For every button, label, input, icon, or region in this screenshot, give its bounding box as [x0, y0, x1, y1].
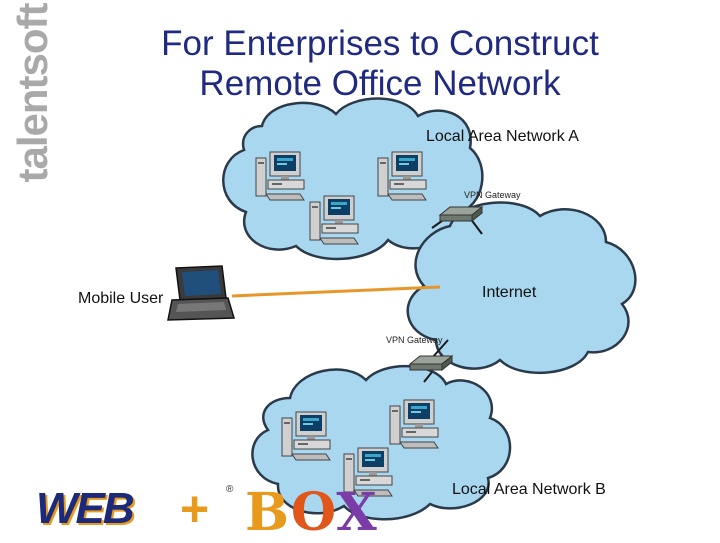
- logo-box-text: BOX: [245, 482, 378, 543]
- internet-label: Internet: [482, 284, 537, 301]
- vpn-link-bottom-b: [423, 371, 433, 383]
- laptop-icon: [167, 265, 235, 321]
- logo-web-text: WEB: [36, 484, 135, 533]
- lan-b-label: Local Area Network B: [452, 481, 606, 498]
- mobile-user-label: Mobile User: [78, 290, 164, 307]
- vpn-gateway-bottom-label: VPN Gateway: [386, 335, 443, 345]
- lan-a-label: Local Area Network A: [426, 128, 579, 145]
- lan-b-cloud: [251, 364, 512, 521]
- vpn-link-bottom-a: [431, 339, 449, 359]
- logo-plus-text: +: [180, 481, 210, 537]
- page-title: For Enterprises to Construct Remote Offi…: [80, 24, 680, 104]
- title-line-1: For Enterprises to Construct: [161, 24, 599, 63]
- title-line-2: Remote Office Network: [199, 64, 561, 103]
- logo-registered-mark: ®: [226, 484, 234, 495]
- webbox-logo: WEB + ® BOX: [30, 480, 377, 543]
- mobile-link-line: [231, 285, 441, 298]
- internet-cloud: [406, 201, 637, 375]
- vpn-gateway-bottom-icon: [409, 355, 453, 371]
- vpn-gateway-top-label: VPN Gateway: [464, 190, 521, 200]
